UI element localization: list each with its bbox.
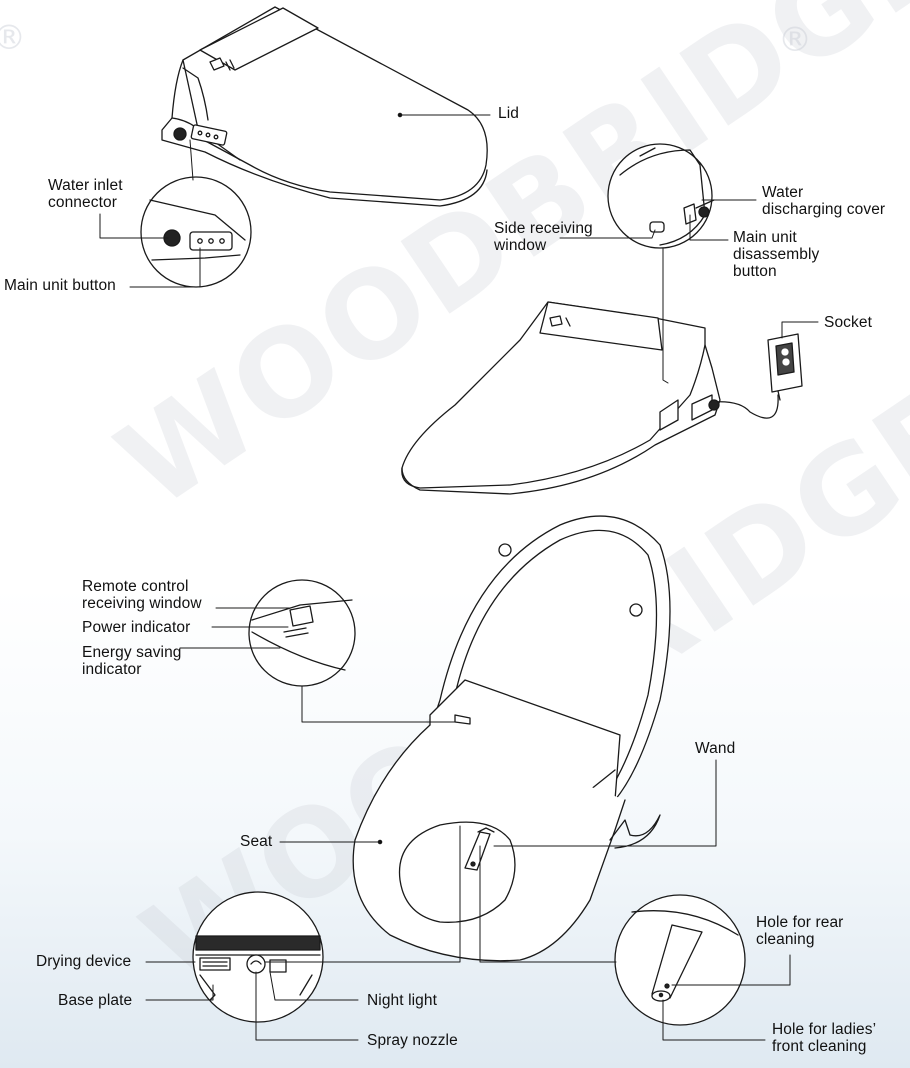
label-wand: Wand: [695, 740, 736, 757]
label-hole-for-rear-cleaning: Hole for rear cleaning: [756, 914, 844, 948]
lid-unit-illustration: [161, 6, 488, 207]
label-drying-device: Drying device: [36, 953, 132, 970]
label-base-plate: Base plate: [58, 992, 133, 1009]
label-socket: Socket: [824, 314, 872, 331]
label-main-unit-disassembly-button: Main unit disassembly button: [733, 229, 820, 280]
label-main-unit-button: Main unit button: [4, 277, 116, 294]
label-spray-nozzle: Spray nozzle: [367, 1032, 458, 1049]
label-hole-for-ladies-front-cleaning: Hole for ladies’ front cleaning: [772, 1021, 877, 1055]
label-energy-saving-indicator: Energy saving indicator: [82, 644, 182, 678]
label-night-light: Night light: [367, 992, 438, 1009]
label-water-inlet-connector: Water inlet connector: [48, 177, 123, 211]
side-unit-illustration: [401, 301, 779, 495]
socket-illustration: [767, 333, 803, 401]
label-remote-control-receiving-window: Remote control receiving window: [82, 578, 202, 612]
side-zoom-circle: [607, 143, 715, 249]
label-water-discharging-cover: Water discharging cover: [762, 184, 886, 218]
wand-zoom-circle: [614, 894, 746, 1026]
watermark-registered-mark-left: ®: [0, 18, 26, 58]
label-seat: Seat: [240, 833, 273, 850]
base-zoom-circle: [192, 891, 324, 1023]
inlet-zoom-circle: [140, 176, 252, 288]
leader-lines: [99, 112, 819, 1041]
label-power-indicator: Power indicator: [82, 619, 191, 636]
watermark-registered-mark: ®: [778, 20, 812, 60]
open-seat-illustration: [352, 515, 671, 962]
indicator-zoom-circle: [248, 579, 356, 687]
label-side-receiving-window: Side receiving window: [494, 220, 593, 254]
label-lid: Lid: [498, 105, 519, 122]
